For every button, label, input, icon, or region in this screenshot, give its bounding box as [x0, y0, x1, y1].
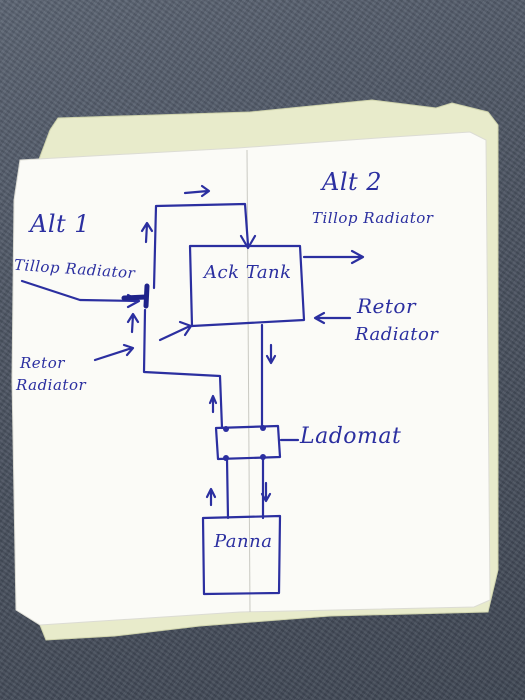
retor-radiator-left-label-1: Retor — [20, 354, 65, 372]
retor-radiator-right-label-2: Radiator — [355, 324, 439, 345]
retor-radiator-right-label-1: Retor — [357, 294, 417, 318]
pump-supply-pipe — [225, 457, 230, 520]
ladomat-label: Ladomat — [300, 424, 402, 449]
alt2-label: Alt 2 — [322, 168, 383, 196]
junction-marker — [143, 283, 150, 309]
note-paper — [11, 131, 491, 626]
pump-up-arrow — [205, 487, 217, 507]
supply-pipe — [152, 202, 250, 290]
accumulator-tank — [188, 244, 306, 328]
alt1-label: Alt 1 — [30, 210, 91, 238]
ladomat-port-right — [260, 425, 266, 431]
tank-label: Ack Tank — [204, 262, 292, 283]
tank-down-arrow — [265, 343, 277, 365]
tillop-radiator-right-label: Tillop Radiator — [312, 209, 434, 227]
left-pipe-up-arrow — [126, 312, 140, 334]
supply-up-arrow — [140, 221, 154, 244]
return-pipe-left — [142, 308, 224, 430]
retor-radiator-left-label-2: Radiator — [16, 376, 87, 394]
pump-label: Panna — [214, 531, 273, 552]
retor-right-arrow — [313, 311, 352, 325]
top-flow-arrow — [183, 184, 211, 198]
pump-box — [201, 514, 282, 596]
junction-connector — [121, 294, 149, 301]
tank-outlet-pipe — [302, 249, 365, 265]
retor-left-arrow — [93, 343, 135, 362]
tank-inlet-arrow — [239, 234, 257, 250]
ladomat-valve — [214, 424, 282, 461]
ladomat-port-left — [223, 426, 229, 432]
pump-down-arrow — [260, 481, 272, 503]
return-up-arrow — [208, 394, 218, 414]
